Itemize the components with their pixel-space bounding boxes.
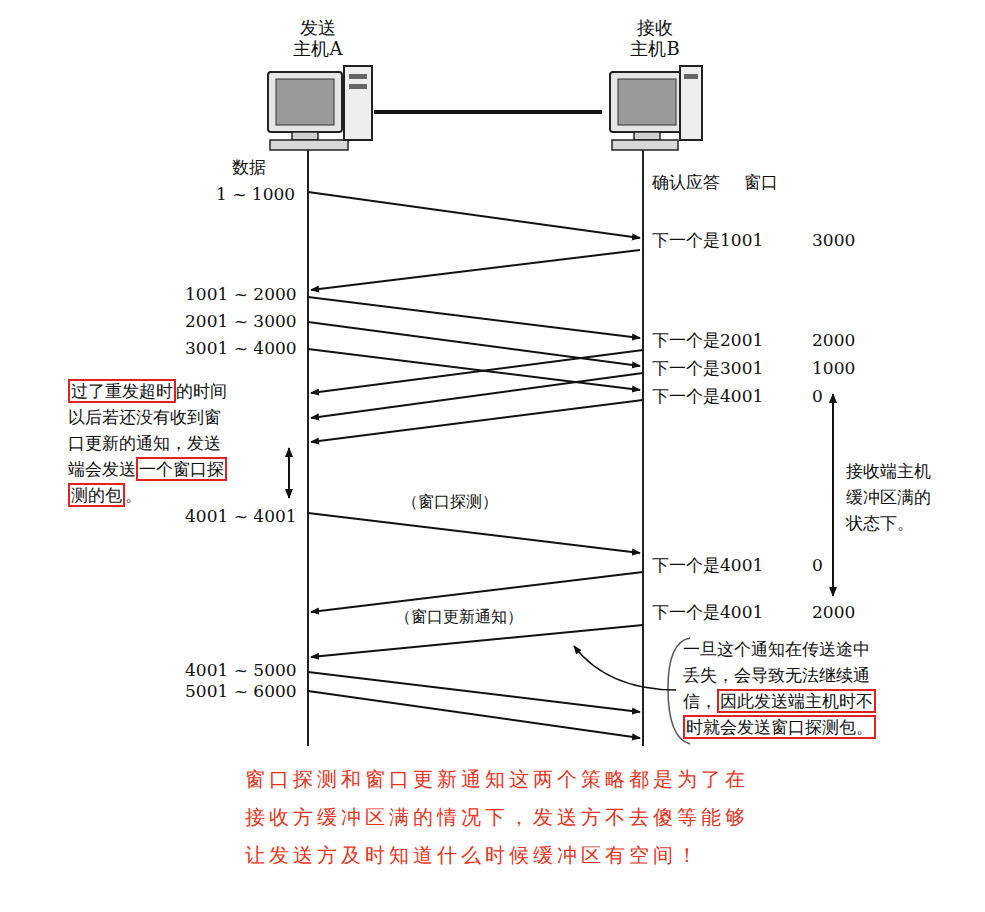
host-label: 接收 主机B bbox=[627, 18, 683, 59]
label-text: 2000 bbox=[812, 330, 855, 350]
computer-icon bbox=[268, 66, 372, 150]
monitor-stand bbox=[634, 132, 660, 140]
label-text: 2000 bbox=[812, 330, 855, 350]
monitor bbox=[610, 72, 684, 132]
drive-slot bbox=[349, 84, 367, 89]
label-text: 2001 ~ 3000 bbox=[185, 311, 297, 331]
drive-slot bbox=[684, 74, 698, 79]
label-text: 1001 ~ 2000 bbox=[185, 284, 297, 304]
label-text: 窗口 bbox=[744, 172, 778, 192]
monitor-stand bbox=[292, 132, 318, 140]
network-cable bbox=[374, 110, 602, 114]
label-text: 下一个是4001 bbox=[652, 386, 763, 406]
note-text: 一旦这个通知在传送途中丢失，会导致无法继续通信，因此发送端主机时不时就会发送窗口… bbox=[683, 636, 879, 740]
label-text: 1 ~ 1000 bbox=[216, 184, 295, 204]
caption-text: 窗口探测和窗口更新通知这两个策略都是为了在接收方缓冲区满的情况下，发送方不去傻等… bbox=[245, 760, 755, 874]
label-text: 下一个是4001 bbox=[652, 386, 763, 406]
label-text: 4001 ~ 5000 bbox=[185, 660, 297, 680]
label-text: 窗口 bbox=[744, 172, 778, 192]
label-text: 3001 ~ 4000 bbox=[185, 338, 297, 358]
note-text: 接收端主机 缓冲区满的 状态下。 bbox=[846, 458, 941, 536]
label-text: 0 bbox=[812, 386, 823, 406]
label-text: 3000 bbox=[812, 230, 855, 250]
tower-case bbox=[680, 66, 702, 140]
label-text: 数据 bbox=[232, 157, 266, 177]
label-text: 2000 bbox=[812, 602, 855, 622]
host-computer: 接收 主机B bbox=[602, 18, 708, 152]
label-text: 4001 ~ 4001 bbox=[185, 506, 297, 526]
label-text: （窗口探测） bbox=[402, 492, 498, 511]
label-text: 下一个是1001 bbox=[652, 230, 763, 250]
label-text: 0 bbox=[812, 386, 823, 406]
label-text: 下一个是3001 bbox=[652, 358, 763, 378]
screen bbox=[618, 79, 676, 125]
label-text: （窗口更新通知） bbox=[395, 607, 523, 626]
label-text: 接收端主机 缓冲区满的 状态下。 bbox=[846, 461, 931, 533]
label-text: 确认应答 bbox=[652, 172, 720, 192]
label-text: 下一个是4001 bbox=[652, 602, 763, 622]
message-arrow bbox=[308, 672, 640, 712]
pointer-arrow bbox=[574, 646, 676, 690]
label-text: 0 bbox=[812, 555, 823, 575]
label-text: 下一个是3001 bbox=[652, 358, 763, 378]
message-arrow bbox=[308, 322, 640, 366]
label-text: 2001 ~ 3000 bbox=[185, 311, 297, 331]
message-arrow bbox=[308, 691, 640, 738]
message-arrow bbox=[308, 192, 640, 238]
screen bbox=[276, 79, 334, 125]
label-text: 1000 bbox=[812, 358, 855, 378]
label-text: 下一个是1001 bbox=[652, 230, 763, 250]
label-text: 下一个是4001 bbox=[652, 555, 763, 575]
label-text: （窗口探测） bbox=[402, 492, 498, 511]
label-text: 0 bbox=[812, 555, 823, 575]
duration-arrow bbox=[288, 448, 290, 498]
drive-slot bbox=[349, 74, 367, 79]
message-arrow bbox=[311, 373, 643, 418]
message-arrow bbox=[308, 297, 640, 338]
label-text: 5001 ~ 6000 bbox=[185, 681, 297, 701]
message-arrow bbox=[311, 572, 643, 612]
label-text: 。 bbox=[125, 485, 142, 505]
label-text: 下一个是4001 bbox=[652, 602, 763, 622]
message-arrow bbox=[311, 625, 643, 657]
computer-icon bbox=[610, 66, 702, 150]
highlighted-text: 过了重发超时 bbox=[68, 379, 176, 403]
lifeline bbox=[642, 150, 644, 746]
message-arrow bbox=[308, 513, 640, 553]
label-text: 2000 bbox=[812, 602, 855, 622]
message-arrow bbox=[311, 400, 643, 442]
note-text: 过了重发超时的时间以后若还没有收到窗口更新的通知，发送端会发送一个窗口探测的包。 bbox=[68, 378, 230, 508]
message-arrow bbox=[311, 350, 643, 393]
label-text: 1 ~ 1000 bbox=[216, 184, 295, 204]
lifeline bbox=[307, 150, 309, 746]
label-text: （窗口更新通知） bbox=[395, 607, 523, 626]
message-arrow bbox=[308, 349, 640, 390]
host-label: 发送 主机A bbox=[290, 18, 346, 59]
label-text: 1000 bbox=[812, 358, 855, 378]
label-text: 1001 ~ 2000 bbox=[185, 284, 297, 304]
message-arrow bbox=[311, 250, 640, 290]
label-text: 4001 ~ 5000 bbox=[185, 660, 297, 680]
label-text: 3000 bbox=[812, 230, 855, 250]
label-text: 4001 ~ 4001 bbox=[185, 506, 297, 526]
tower-case bbox=[344, 66, 372, 140]
label-text: 下一个是4001 bbox=[652, 555, 763, 575]
label-text: 下一个是2001 bbox=[652, 330, 763, 350]
label-text: 下一个是2001 bbox=[652, 330, 763, 350]
monitor bbox=[268, 72, 342, 132]
keyboard bbox=[270, 140, 348, 150]
host-computer: 发送 主机A bbox=[262, 18, 374, 152]
keyboard bbox=[612, 140, 678, 150]
duration-arrow bbox=[832, 394, 834, 596]
label-text: 确认应答 bbox=[652, 172, 720, 192]
label-text: 5001 ~ 6000 bbox=[185, 681, 297, 701]
label-text: 数据 bbox=[232, 157, 266, 177]
label-text: 3001 ~ 4000 bbox=[185, 338, 297, 358]
